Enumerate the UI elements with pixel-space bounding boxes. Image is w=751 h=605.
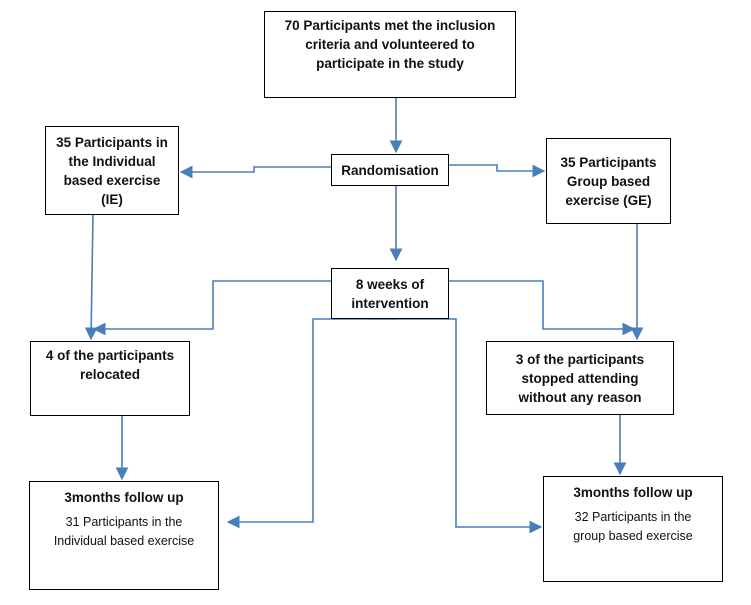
ie-line: 35 Participants in <box>56 134 168 150</box>
connector-intervention-to-relocated <box>92 280 331 336</box>
intervention-line: 8 weeks of <box>355 276 425 292</box>
relocated-box: 4 of the participants relocated <box>30 341 190 416</box>
followup-ie-box: 3months follow up 31 Participants in the… <box>29 481 219 590</box>
stopped-line: 3 of the participants <box>515 351 645 367</box>
followup-ge-box: 3months follow up 32 Participants in the… <box>543 476 723 582</box>
intervention-box: 8 weeks of intervention <box>331 268 449 319</box>
followup-ie-title: 3months follow up <box>64 490 184 505</box>
followup-ge-line: group based exercise <box>573 529 693 543</box>
ie-line: the Individual <box>68 153 156 169</box>
connector-intervention-to-followup-ie <box>226 318 396 529</box>
connector-randomisation-to-ge <box>449 164 546 178</box>
intervention-line: intervention <box>351 295 429 311</box>
followup-ge-line: 32 Participants in the <box>574 510 692 524</box>
ge-line: 35 Participants <box>560 154 657 170</box>
ie-line: based exercise <box>63 172 161 188</box>
connector-randomisation-to-ie <box>179 165 331 179</box>
inclusion-line: 70 Participants met the inclusion <box>284 18 496 33</box>
connector-ie-to-relocated <box>84 214 98 341</box>
relocated-line: 4 of the participants <box>45 348 175 363</box>
inclusion-line: participate in the study <box>316 56 464 71</box>
inclusion-line: criteria and volunteered to <box>305 37 475 52</box>
connector-intervention-to-followup-ge <box>368 318 543 534</box>
connector-intervention-to-stopped <box>449 280 636 336</box>
stopped-line: without any reason <box>518 389 642 405</box>
ie-line: (IE) <box>101 191 123 207</box>
randomisation-box: Randomisation <box>331 154 449 186</box>
followup-ie-line: Individual based exercise <box>53 534 195 548</box>
ge-line: Group based <box>566 173 651 189</box>
inclusion-box: 70 Participants met the inclusion criter… <box>264 11 516 98</box>
individual-exercise-group-box: 35 Participants in the Individual based … <box>45 126 179 215</box>
followup-ie-line: 31 Participants in the <box>65 515 183 529</box>
randomisation-label: Randomisation <box>341 162 439 178</box>
relocated-line: relocated <box>79 367 141 382</box>
stopped-attending-box: 3 of the participants stopped attending … <box>486 341 674 415</box>
group-exercise-group-box: 35 Participants Group based exercise (GE… <box>546 138 671 224</box>
stopped-line: stopped attending <box>521 370 639 386</box>
followup-ge-title: 3months follow up <box>573 485 693 500</box>
ge-line: exercise (GE) <box>565 192 652 208</box>
